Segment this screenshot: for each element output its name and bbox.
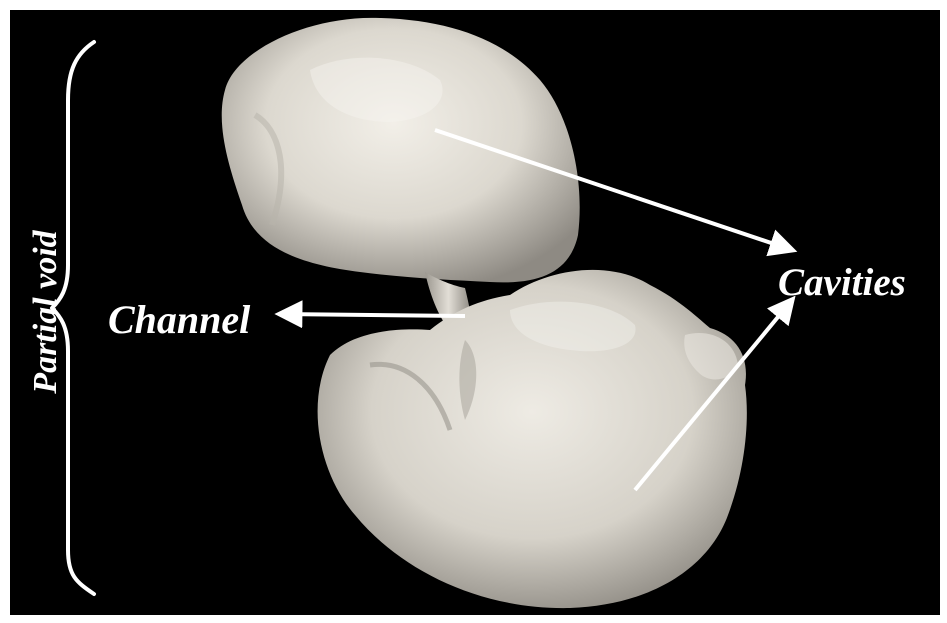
upper-cavity xyxy=(222,18,580,283)
channel-label: Channel xyxy=(108,300,250,340)
figure-frame: Partial void Channel Cavities xyxy=(10,10,940,615)
partial-void-label: Partial void xyxy=(29,230,63,393)
channel-arrow xyxy=(280,314,465,316)
cavities-label: Cavities xyxy=(778,263,906,302)
